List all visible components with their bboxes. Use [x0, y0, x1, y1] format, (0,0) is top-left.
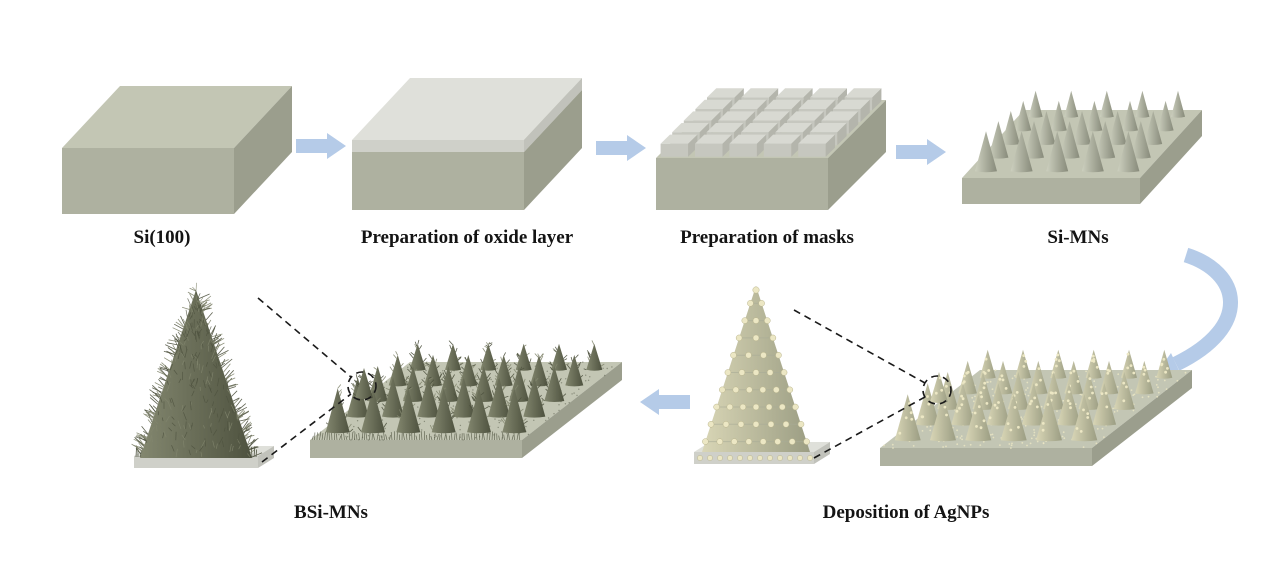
agnps-magnifier-callout [793, 309, 952, 459]
label-bsi-mns: BSi-MNs [294, 502, 368, 523]
flow-arrows-top [296, 133, 946, 165]
flow-arrow-left-icon [640, 389, 690, 415]
agnps-illustration [880, 349, 1192, 466]
agnps-zoom-cone-illustration [694, 286, 830, 464]
label-agnps: Deposition of AgNPs [823, 502, 990, 523]
flow-arrow-curved-down-icon [1156, 247, 1238, 375]
label-si100: Si(100) [134, 227, 191, 248]
label-si-mns: Si-MNs [1047, 227, 1108, 248]
masks-illustration [656, 88, 886, 210]
si-mns-illustration [962, 90, 1202, 204]
label-oxide: Preparation of oxide layer [361, 227, 574, 248]
bsi-mns-illustration [310, 339, 622, 458]
bsi-mns-zoom-cone-illustration [131, 282, 274, 468]
bsi-mns-magnifier-callout [257, 297, 377, 463]
si100-wafer-illustration [62, 86, 292, 214]
oxide-layer-illustration [352, 78, 582, 210]
label-masks: Preparation of masks [680, 227, 854, 248]
